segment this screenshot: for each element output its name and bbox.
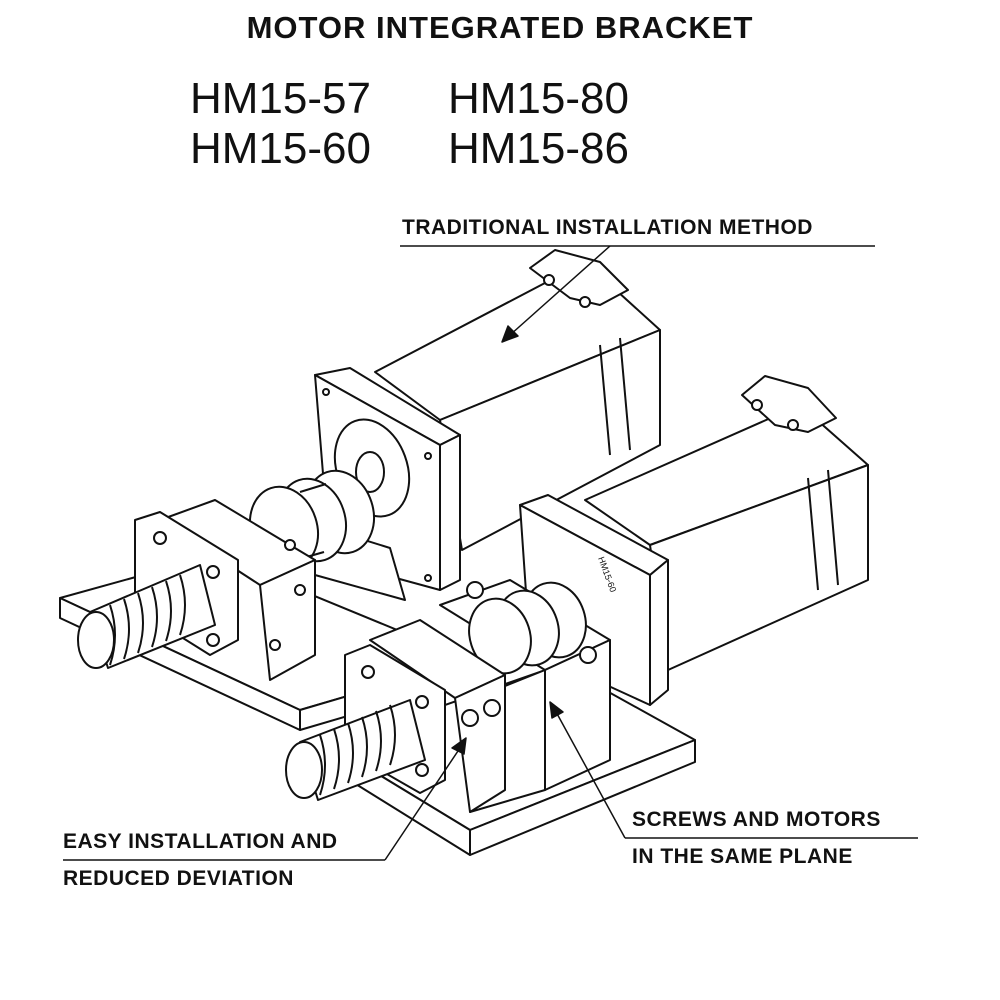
callout-same-plane-line2: IN THE SAME PLANE [632,845,853,868]
callout-easy-installation-line2: REDUCED DEVIATION [63,867,294,890]
diagram-title: MOTOR INTEGRATED BRACKET [246,10,754,45]
rear-coupling [249,469,375,571]
model-label-3: HM15-60 [190,124,371,173]
callout-easy-installation-line1: EASY INSTALLATION AND [63,830,338,853]
front-motor [584,375,869,671]
leader-lines [63,245,918,861]
rear-ball-screw [77,564,216,669]
model-label-2: HM15-80 [448,74,629,123]
model-label-4: HM15-86 [448,124,629,173]
callout-same-plane-line1: SCREWS AND MOTORS [632,808,881,831]
model-label-1: HM15-57 [190,74,371,123]
callout-traditional-method: TRADITIONAL INSTALLATION METHOD [402,216,813,239]
front-coupling [468,581,587,675]
front-ball-screw [285,699,426,801]
